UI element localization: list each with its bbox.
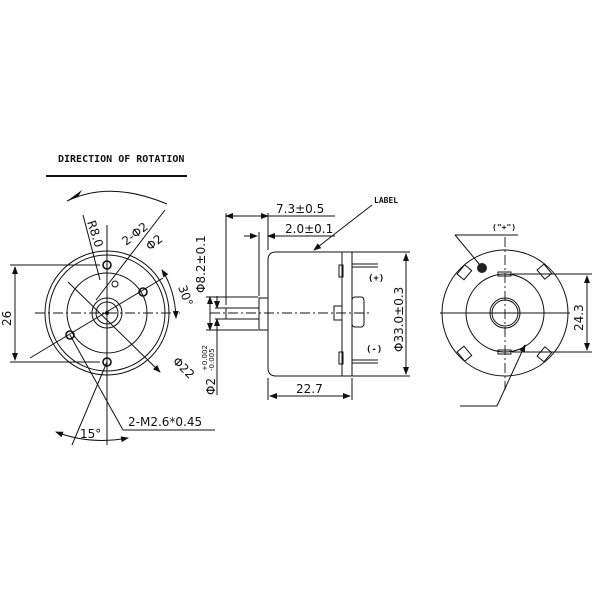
shaft-length: 7.3±0.5: [276, 202, 324, 216]
body-length: 22.7: [296, 382, 323, 396]
terminal-spacing: 24.3: [572, 304, 586, 331]
thread-label: 2-M2.6*0.45: [128, 415, 202, 429]
angle-30: 30°: [175, 283, 195, 308]
plus-mark-label: ("+"): [492, 223, 516, 232]
rear-view: ("+") 24.3: [440, 223, 592, 407]
pcd-22: Φ22: [170, 354, 197, 381]
front-view: 26 R8.0 2-Φ2 Φ2 30° Φ22 2-M2.6*0.45 15°: [0, 209, 215, 446]
angle-15: 15°: [80, 427, 101, 441]
shaft-dia: Φ2: [204, 378, 218, 395]
hub-dia: Φ8.2±0.1: [194, 235, 208, 293]
shaft-tol-upper: +0.002: [201, 345, 209, 371]
plus-marker-dot: [477, 263, 487, 273]
vent-hole-left: [65, 330, 75, 340]
shaft-tol-lower: -0.005: [208, 348, 216, 371]
rotation-title: DIRECTION OF ROTATION: [58, 154, 184, 165]
mount-hole-top: [102, 260, 112, 270]
mount-hole-bottom: [102, 357, 112, 367]
plus-terminal-label: (+): [368, 274, 384, 284]
rotation-arrow-icon: [66, 190, 168, 205]
flange-length: 2.0±0.1: [285, 222, 333, 236]
body-dia: Φ33.0±0.3: [392, 287, 406, 352]
minus-terminal-label: (-): [366, 345, 382, 355]
height-26: 26: [0, 311, 14, 326]
label-callout: LABEL: [374, 196, 398, 205]
side-view: (+) (-) 7.3±0.5 2.0±0.1 LABEL Φ8.2±0.1 Φ…: [194, 196, 410, 400]
hole-phi2: Φ2: [143, 232, 165, 254]
